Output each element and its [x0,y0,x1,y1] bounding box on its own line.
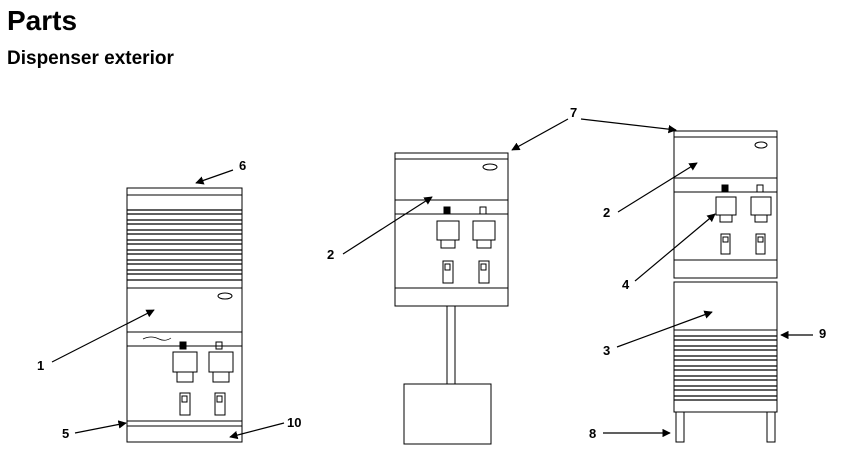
left-louvers [127,209,242,281]
right-unit [673,130,778,443]
leader-6 [195,169,234,185]
left-logo-badge [217,292,233,300]
middle-dispense-area [394,213,509,289]
callout-1: 1 [37,358,44,373]
middle-stand-pole [446,305,456,385]
middle-drip-tray [394,287,509,307]
middle-logo-badge [482,163,498,171]
middle-dispense-button-2 [478,260,490,284]
leader-1 [51,309,155,363]
left-base-panel [126,425,243,443]
callout-labels: 1 2 2 3 4 5 6 7 8 9 10 [37,105,826,441]
middle-dispense-button-1 [442,260,454,284]
left-dispense-button-1 [179,392,191,416]
left-hopper-cover [126,287,243,333]
left-dispense-button-2 [214,392,226,416]
right-dispense-button-2 [755,233,766,255]
callout-2-right: 2 [603,205,610,220]
page-title: Parts [7,5,78,36]
left-drip-tray [126,420,243,427]
right-top-lid [673,130,778,138]
right-base-louver-panel [673,329,778,413]
right-leg-left [675,411,685,443]
callout-7: 7 [570,105,577,120]
middle-hopper-cover [394,158,509,201]
right-base-cabinet [673,281,778,331]
middle-switch-1 [443,206,451,215]
right-drip-tray [673,259,778,279]
right-base-louvers [674,335,777,401]
right-dispense-area [673,191,778,261]
leader-5 [74,420,127,434]
leader-10 [229,422,285,440]
callout-3: 3 [603,343,610,358]
middle-unit [394,152,509,445]
right-switch-1 [721,184,729,193]
left-top-lid [126,187,243,196]
leader-7a [511,118,569,151]
leader-3 [616,310,713,348]
middle-stand-base [403,383,492,445]
callout-9: 9 [819,326,826,341]
right-dispense-button-1 [720,233,731,255]
leader-2b [617,162,698,213]
callout-6: 6 [239,158,246,173]
middle-top-lid [394,152,509,160]
middle-brand-strip [394,199,509,215]
left-switch-2 [215,341,223,350]
callout-10: 10 [287,415,301,430]
callout-8: 8 [589,426,596,441]
leader-4 [634,213,716,282]
leader-2a [342,196,433,255]
callout-2-middle: 2 [327,247,334,262]
callout-4: 4 [622,277,630,292]
page-subtitle: Dispenser exterior [7,48,174,69]
left-switch-1 [179,341,187,350]
right-switch-2 [756,184,764,193]
right-hopper-cover [673,136,778,179]
callout-5: 5 [62,426,69,441]
right-leg-right [766,411,776,443]
right-logo-badge [754,141,768,149]
left-dispense-area [126,345,243,422]
middle-switch-2 [479,206,487,215]
leader-lines [51,118,813,440]
leader-7b [580,118,677,134]
